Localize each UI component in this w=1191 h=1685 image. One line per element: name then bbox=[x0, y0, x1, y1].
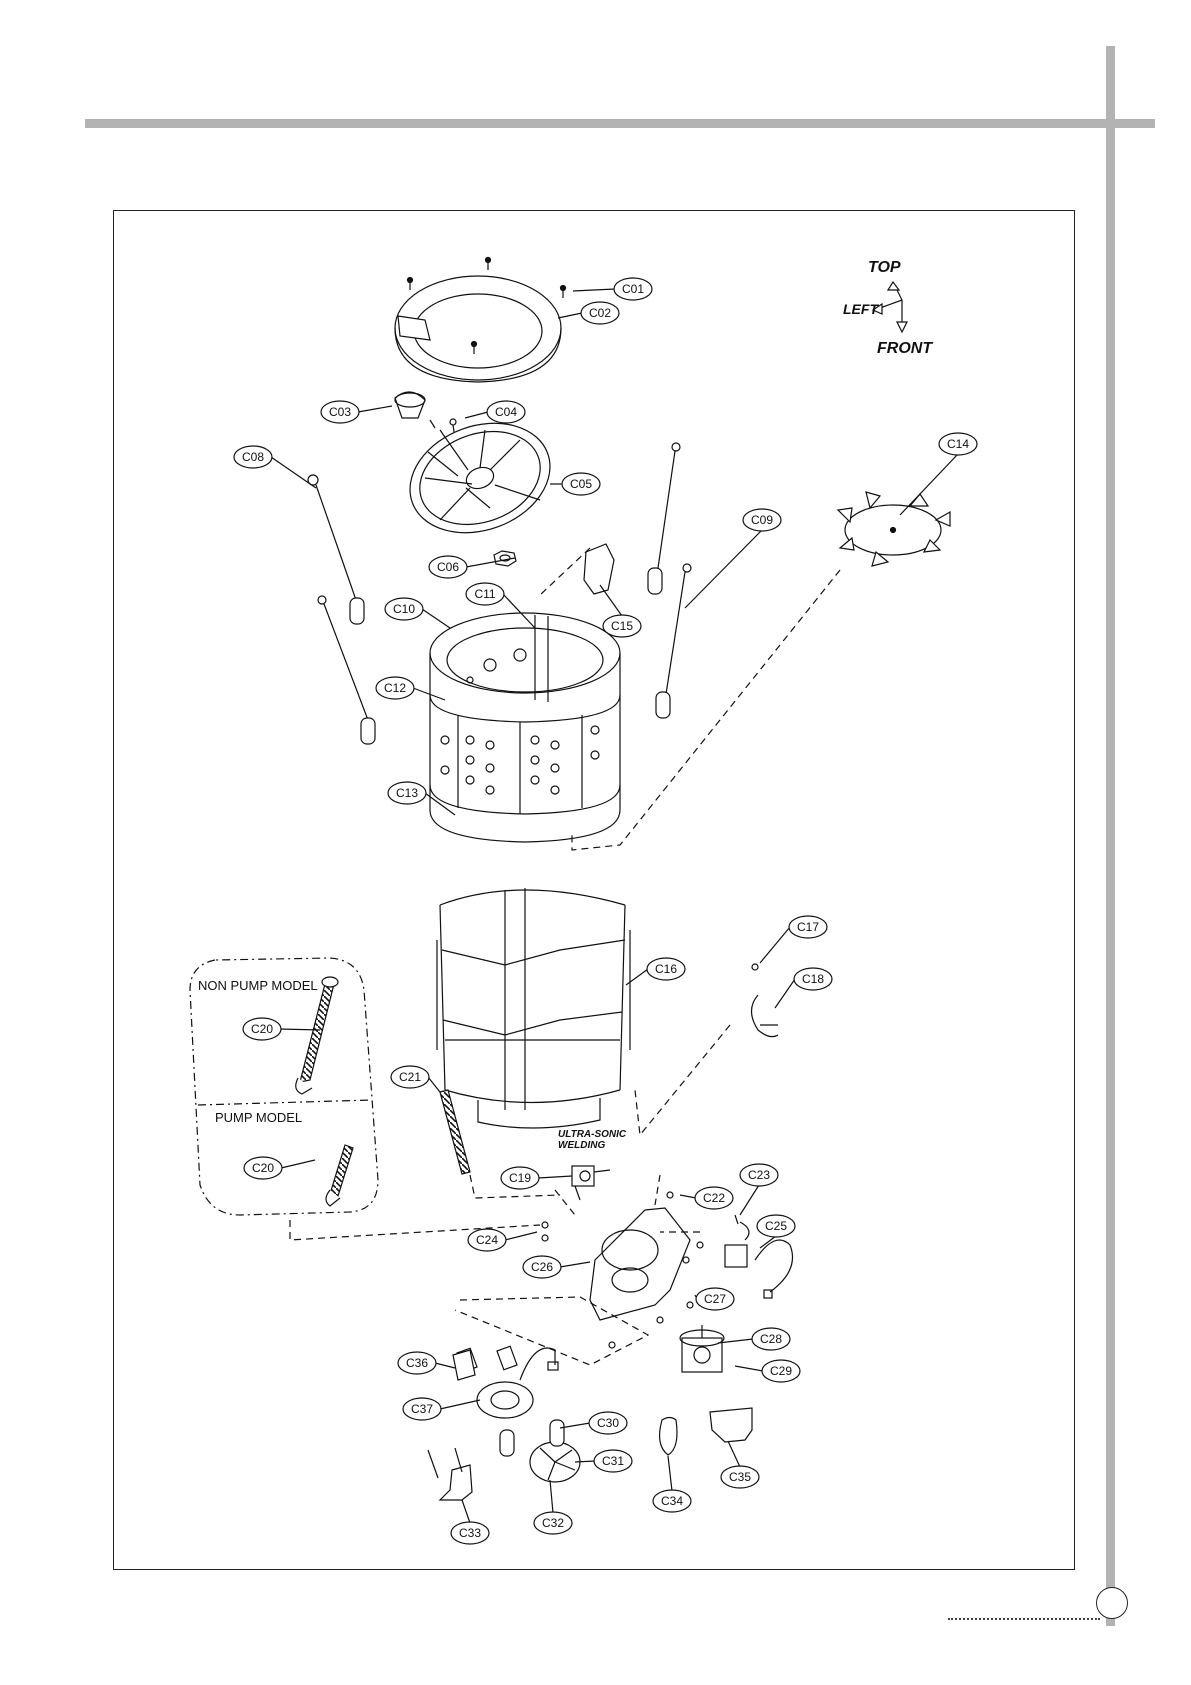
callout-label-c26: C26 bbox=[531, 1260, 553, 1274]
callout-label-c34: C34 bbox=[661, 1494, 683, 1508]
drain-hose bbox=[440, 1090, 470, 1174]
callout-label-c27: C27 bbox=[704, 1292, 726, 1306]
pulley-fan bbox=[530, 1442, 580, 1482]
left-direction-label: LEFT bbox=[843, 301, 879, 317]
callout-label-c30: C30 bbox=[597, 1416, 619, 1430]
callout-leader-c12 bbox=[413, 688, 445, 700]
callout-label-c33: C33 bbox=[459, 1526, 481, 1540]
callout-label-c03: C03 bbox=[329, 405, 351, 419]
callout-leader-c36 bbox=[435, 1363, 455, 1368]
mounting-bracket bbox=[542, 1192, 703, 1348]
callout-label-c24: C24 bbox=[476, 1233, 498, 1247]
coupling bbox=[710, 1408, 752, 1442]
callout-label-c28: C28 bbox=[760, 1332, 782, 1346]
callout-label-c06: C06 bbox=[437, 560, 459, 574]
callout-leader-c16 bbox=[626, 969, 648, 985]
ultrasonic-welding-label-line1: ULTRA-SONIC bbox=[558, 1129, 627, 1140]
callout-label-c14: C14 bbox=[947, 437, 969, 451]
gear-clutch bbox=[680, 1325, 724, 1372]
drain-hose-pump bbox=[326, 1145, 353, 1206]
star-flange bbox=[838, 492, 950, 566]
ultrasonic-welding-label-line2: WELDING bbox=[558, 1140, 605, 1151]
callout-label-c20: C20 bbox=[251, 1022, 273, 1036]
callout-label-c13: C13 bbox=[396, 786, 418, 800]
callout-label-c11: C11 bbox=[474, 587, 495, 601]
callout-label-c01: C01 bbox=[622, 282, 644, 296]
callout-label-c21: C21 bbox=[399, 1070, 421, 1084]
callout-leader-c15 bbox=[600, 585, 622, 616]
callout-leader-c32 bbox=[550, 1480, 553, 1513]
pump-model-label: PUMP MODEL bbox=[215, 1110, 302, 1125]
front-direction-label: FRONT bbox=[877, 340, 933, 357]
callout-label-c05: C05 bbox=[570, 477, 592, 491]
callout-leader-c18 bbox=[775, 979, 795, 1008]
pulsator-cap bbox=[395, 392, 456, 438]
callout-leader-c24 bbox=[505, 1232, 537, 1240]
callout-leader-c17 bbox=[760, 927, 790, 963]
callout-leader-c37 bbox=[440, 1400, 480, 1409]
callout-leader-c25 bbox=[760, 1236, 776, 1248]
callout-label-c32: C32 bbox=[542, 1516, 564, 1530]
callout-leader-c14 bbox=[900, 454, 958, 515]
callout-label-c23: C23 bbox=[748, 1168, 770, 1182]
callout-label-c18: C18 bbox=[802, 972, 824, 986]
callout-leader-c02 bbox=[558, 313, 582, 318]
callout-leader-c26 bbox=[560, 1262, 590, 1267]
pulsator bbox=[395, 405, 566, 552]
top-direction-label: TOP bbox=[868, 259, 901, 276]
callout-leader-c34 bbox=[668, 1456, 672, 1491]
clip-part bbox=[584, 544, 614, 594]
callout-label-c25: C25 bbox=[765, 1219, 787, 1233]
outer-tub bbox=[437, 888, 630, 1128]
callout-label-c12: C12 bbox=[384, 681, 406, 695]
callout-label-c37: C37 bbox=[411, 1402, 433, 1416]
top-balance-ring bbox=[395, 258, 566, 383]
callout-leader-c29 bbox=[735, 1366, 763, 1371]
callout-leader-c22 bbox=[680, 1195, 696, 1198]
callout-label-c19: C19 bbox=[509, 1171, 531, 1185]
callout-leader-c21 bbox=[428, 1077, 440, 1092]
hose-clamp bbox=[752, 964, 779, 1037]
model-enclosure bbox=[190, 958, 378, 1215]
non-pump-model-label: NON PUMP MODEL bbox=[198, 978, 318, 993]
callout-leader-c33 bbox=[462, 1500, 470, 1523]
callout-leader-c01 bbox=[573, 289, 615, 291]
callout-label-c02: C02 bbox=[589, 306, 611, 320]
callout-leader-c08 bbox=[271, 457, 316, 488]
callout-label-c35: C35 bbox=[729, 1470, 751, 1484]
callout-label-c22: C22 bbox=[703, 1191, 725, 1205]
callout-leader-c23 bbox=[740, 1185, 759, 1215]
callout-leader-c03 bbox=[358, 406, 392, 412]
main-motor bbox=[457, 1346, 558, 1418]
spin-basket bbox=[430, 613, 620, 842]
callout-label-c09: C09 bbox=[751, 513, 773, 527]
drain-hose-non-pump bbox=[296, 977, 338, 1094]
callout-label-c36: C36 bbox=[406, 1356, 428, 1370]
callout-label-c15: C15 bbox=[611, 619, 633, 633]
callout-leader-c04 bbox=[465, 412, 488, 418]
v-belt bbox=[660, 1418, 677, 1456]
motor-bracket bbox=[428, 1448, 472, 1500]
callout-leader-c09 bbox=[685, 530, 762, 608]
callout-leader-c10 bbox=[422, 609, 450, 628]
drain-valve bbox=[572, 1166, 610, 1200]
callout-label-c04: C04 bbox=[495, 405, 517, 419]
callout-label-c08: C08 bbox=[242, 450, 264, 464]
callout-label-c16: C16 bbox=[655, 962, 677, 976]
callout-leader-c19 bbox=[538, 1176, 572, 1178]
orientation-arrows bbox=[873, 282, 907, 332]
callout-leader-c35 bbox=[728, 1441, 740, 1467]
callout-leader-c20 bbox=[281, 1160, 315, 1168]
callout-label-c10: C10 bbox=[393, 602, 415, 616]
callouts bbox=[234, 278, 977, 1544]
callout-label-c17: C17 bbox=[797, 920, 819, 934]
callout-label-c20: C20 bbox=[252, 1161, 274, 1175]
callout-label-c29: C29 bbox=[770, 1364, 792, 1378]
callout-label-c31: C31 bbox=[602, 1454, 624, 1468]
